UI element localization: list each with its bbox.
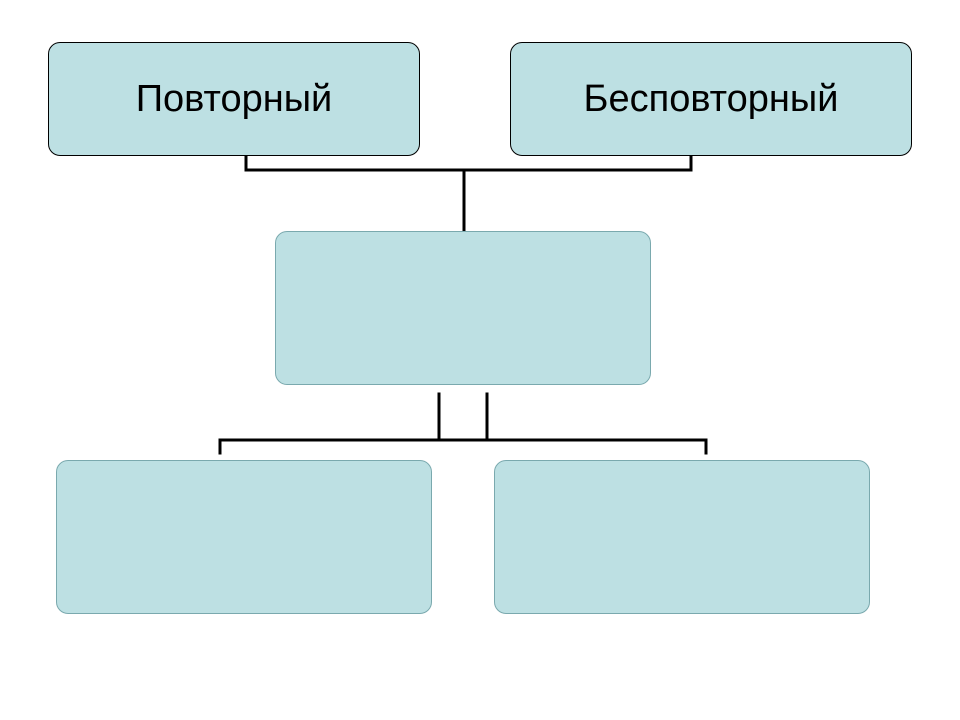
- box-povtornyi: Повторный: [48, 42, 420, 156]
- box-bottom-left-empty: [56, 460, 432, 614]
- box-middle-empty: [275, 231, 651, 385]
- box-bespovtornyi-label: Бесповторный: [583, 77, 839, 120]
- box-povtornyi-label: Повторный: [135, 77, 333, 120]
- box-bespovtornyi: Бесповторный: [510, 42, 912, 156]
- box-bottom-right-empty: [494, 460, 870, 614]
